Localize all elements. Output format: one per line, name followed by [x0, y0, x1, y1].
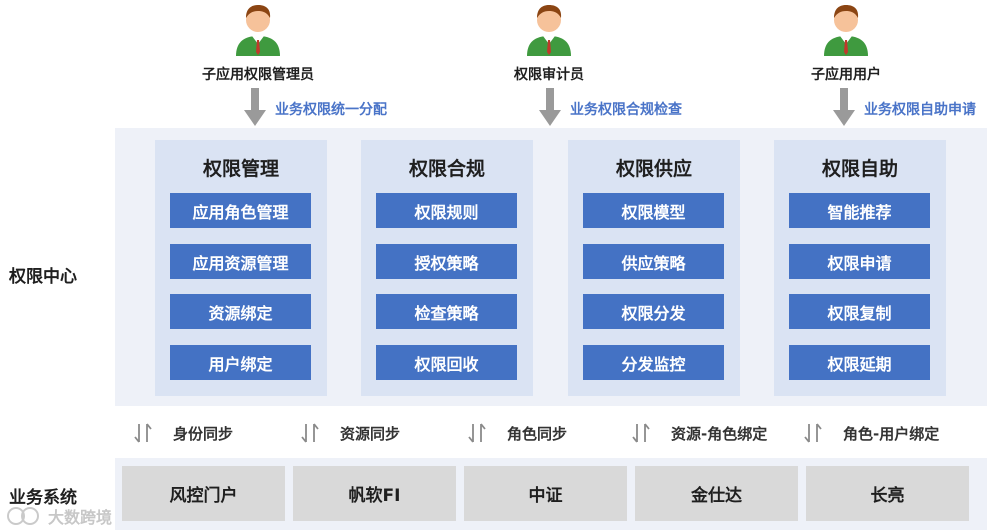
role-app-user: 子应用用户 — [756, 0, 936, 84]
module-item: 权限分发 — [583, 294, 724, 329]
module-item: 授权策略 — [376, 244, 517, 279]
permission-center-label: 权限中心 — [9, 267, 77, 287]
role-label: 权限审计员 — [514, 67, 584, 83]
module-item: 权限规则 — [376, 193, 517, 228]
module-permission-self-service: 权限自助 智能推荐 权限申请 权限复制 权限延期 — [774, 140, 946, 396]
sync-item: 资源同步 — [298, 420, 400, 446]
module-title: 权限合规 — [408, 158, 485, 180]
down-arrow-icon — [244, 88, 266, 126]
sync-label: 身份同步 — [173, 424, 234, 443]
module-item: 权限复制 — [789, 294, 930, 329]
sync-arrows-icon — [298, 421, 322, 445]
business-systems-label: 业务系统 — [9, 488, 77, 508]
flow-label: 业务权限合规检查 — [570, 102, 682, 118]
role-label: 子应用权限管理员 — [202, 67, 314, 83]
module-item: 智能推荐 — [789, 193, 930, 228]
module-permission-management: 权限管理 应用角色管理 应用资源管理 资源绑定 用户绑定 — [155, 140, 327, 396]
watermark-logo-icon — [7, 507, 39, 525]
module-title: 权限供应 — [615, 158, 692, 180]
sync-arrows-icon — [465, 421, 489, 445]
sync-arrows-icon — [629, 421, 653, 445]
module-item: 检查策略 — [376, 294, 517, 329]
person-icon — [232, 0, 284, 56]
flow-label: 业务权限统一分配 — [275, 102, 387, 118]
person-icon — [523, 0, 575, 56]
sync-label: 角色-用户绑定 — [843, 424, 940, 443]
sync-label: 资源同步 — [340, 424, 401, 443]
system-box: 风控门户 — [122, 466, 285, 521]
down-arrow-icon — [539, 88, 561, 126]
person-icon — [820, 0, 872, 56]
flow-label: 业务权限自助申请 — [864, 102, 976, 118]
module-item: 应用角色管理 — [170, 193, 311, 228]
system-box: 中证 — [464, 466, 627, 521]
down-arrow-icon — [833, 88, 855, 126]
sync-label: 资源-角色绑定 — [671, 424, 768, 443]
system-box: 金仕达 — [635, 466, 798, 521]
system-box: 长亮 — [806, 466, 969, 521]
sync-arrows-icon — [131, 421, 155, 445]
sync-item: 身份同步 — [131, 420, 233, 446]
watermark-text: 大数跨境 — [48, 508, 113, 527]
role-app-admin: 子应用权限管理员 — [168, 0, 348, 84]
role-label: 子应用用户 — [811, 67, 881, 83]
module-title: 权限管理 — [202, 158, 279, 180]
module-title: 权限自助 — [821, 158, 898, 180]
sync-item: 角色同步 — [465, 420, 567, 446]
module-item: 应用资源管理 — [170, 244, 311, 279]
module-item: 分发监控 — [583, 345, 724, 380]
sync-arrows-icon — [801, 421, 825, 445]
module-permission-compliance: 权限合规 权限规则 授权策略 检查策略 权限回收 — [361, 140, 533, 396]
module-item: 权限延期 — [789, 345, 930, 380]
sync-item: 角色-用户绑定 — [801, 420, 939, 446]
module-item: 权限模型 — [583, 193, 724, 228]
watermark: 大数跨境 — [6, 505, 112, 527]
module-item: 用户绑定 — [170, 345, 311, 380]
module-permission-provisioning: 权限供应 权限模型 供应策略 权限分发 分发监控 — [568, 140, 740, 396]
system-box: 帆软FI — [293, 466, 456, 521]
module-item: 资源绑定 — [170, 294, 311, 329]
module-item: 权限回收 — [376, 345, 517, 380]
sync-item: 资源-角色绑定 — [629, 420, 767, 446]
sync-label: 角色同步 — [507, 424, 568, 443]
module-item: 权限申请 — [789, 244, 930, 279]
role-auditor: 权限审计员 — [459, 0, 639, 84]
module-item: 供应策略 — [583, 244, 724, 279]
